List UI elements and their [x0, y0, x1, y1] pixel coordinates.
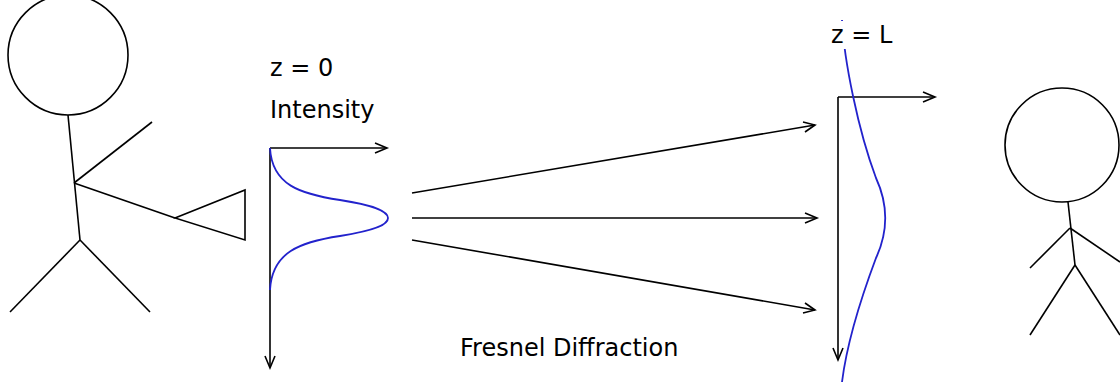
axes-z0	[265, 143, 387, 368]
gaussian-profile	[842, 20, 885, 382]
axis-label: z = L	[829, 21, 894, 49]
gaussian-profile	[270, 148, 388, 290]
sender-figure	[8, 0, 245, 312]
axis-label: z = 0	[268, 54, 335, 82]
beam-arrows	[412, 122, 817, 313]
receiver-figure	[1005, 88, 1120, 335]
axis-label: Intensity	[268, 96, 376, 124]
axis-label: Fresnel Diffraction	[458, 334, 680, 362]
